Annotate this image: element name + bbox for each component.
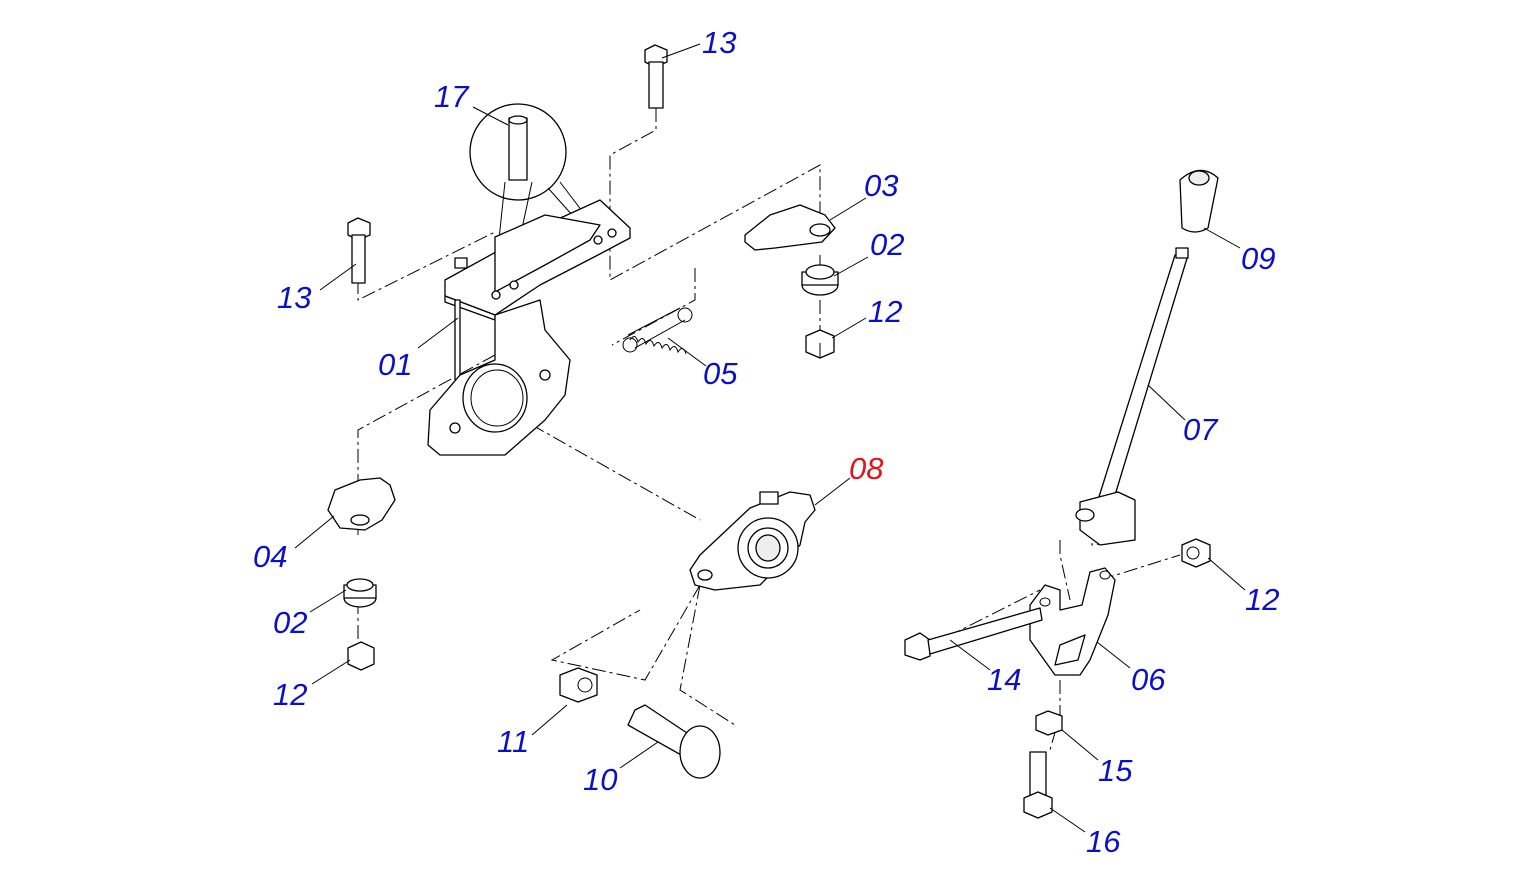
bolt-16: [1023, 751, 1053, 819]
knob-09: [1179, 169, 1219, 233]
nut-12-upper: [805, 329, 835, 359]
shift-rod-07: [1097, 247, 1189, 506]
bolt-13-upper: [644, 44, 668, 109]
callout-17[interactable]: 17: [434, 79, 469, 114]
bolt-14: [904, 607, 1043, 661]
callout-07[interactable]: 07: [1183, 412, 1218, 447]
callout-15[interactable]: 15: [1098, 753, 1133, 788]
callout-03[interactable]: 03: [864, 168, 899, 203]
lever-plate-04: [327, 477, 396, 531]
callout-10[interactable]: 10: [583, 762, 618, 797]
fork-06: [1029, 567, 1116, 676]
callout-02-upper[interactable]: 02: [870, 227, 905, 262]
callout-12-upper[interactable]: 12: [868, 294, 903, 329]
nut-12-right: [1181, 538, 1211, 568]
lever-plate-03: [744, 204, 836, 251]
pin-17-detail: [469, 103, 599, 276]
callout-08[interactable]: 08: [849, 451, 884, 486]
pin-10: [627, 704, 721, 779]
bracket-01: [427, 199, 631, 456]
bolt-13-left: [347, 217, 371, 284]
shift-block-07: [1075, 491, 1136, 546]
callout-02-lower[interactable]: 02: [273, 605, 308, 640]
flange-bearing-08: [689, 491, 816, 591]
spacer-02-lower: [343, 578, 377, 608]
callout-05[interactable]: 05: [703, 356, 738, 391]
callout-11[interactable]: 11: [497, 724, 530, 759]
callout-13-upper[interactable]: 13: [702, 25, 737, 60]
callout-06[interactable]: 06: [1131, 662, 1166, 697]
callout-12-lower-left[interactable]: 12: [273, 677, 308, 712]
spring-05: [622, 307, 693, 355]
nut-12-lower-left: [347, 641, 375, 671]
callout-16[interactable]: 16: [1086, 824, 1121, 859]
callout-04[interactable]: 04: [253, 539, 288, 574]
callout-13-left[interactable]: 13: [277, 280, 312, 315]
nut-15: [1035, 710, 1063, 736]
callout-14[interactable]: 14: [987, 662, 1022, 697]
callout-12-right[interactable]: 12: [1245, 582, 1280, 617]
leader-lines: [294, 43, 1246, 833]
spacer-02-upper: [801, 264, 839, 296]
nut-11: [559, 667, 598, 703]
callout-01[interactable]: 01: [378, 347, 413, 382]
callout-09[interactable]: 09: [1241, 241, 1276, 276]
